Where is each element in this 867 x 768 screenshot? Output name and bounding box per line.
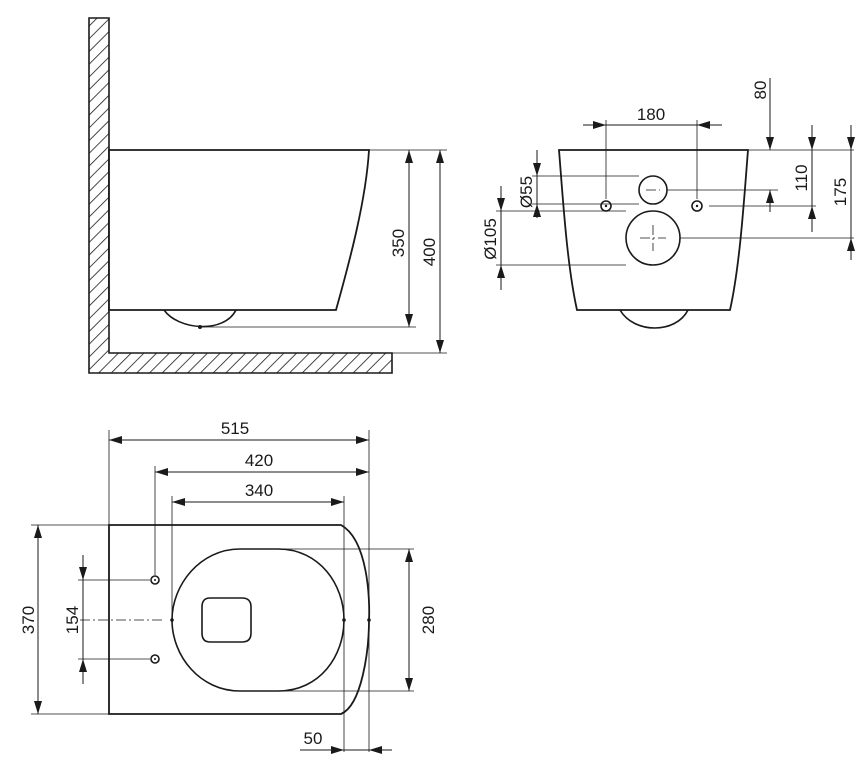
back-view: 180 80 110 175 Ø55 Ø105 [481, 78, 855, 329]
dim-d105-label: Ø105 [481, 218, 500, 260]
bolt-hole-left-dot [604, 204, 608, 208]
dim-50-label: 50 [304, 729, 323, 748]
dim-515-label: 515 [221, 419, 249, 438]
dim-d55-label: Ø55 [517, 176, 536, 208]
dim-350-label: 350 [389, 229, 408, 257]
outlet-bump [163, 309, 237, 328]
bowl-back-outline [558, 149, 749, 311]
side-view: 350 400 [88, 17, 447, 374]
bowl-side-profile [108, 149, 370, 311]
outlet-bump-back [619, 309, 689, 329]
dim-154-label: 154 [63, 606, 82, 634]
bowl-top-outline [108, 524, 371, 715]
dim-180-label: 180 [637, 105, 665, 124]
outlet-center-dot [198, 325, 202, 329]
bolt-hole-top-upper [150, 575, 160, 585]
dim-280-label: 280 [419, 606, 438, 634]
dim-420-label: 420 [245, 451, 273, 470]
dim-110-label: 110 [792, 164, 811, 191]
dim-80-label: 80 [751, 81, 770, 100]
top-view: 515 420 340 370 154 280 [19, 419, 438, 754]
bowl-opening [201, 597, 252, 643]
dim-400-label: 400 [420, 238, 439, 266]
dim-340-label: 340 [245, 481, 273, 500]
bolt-hole-top-lower [150, 654, 160, 664]
dim-370-label: 370 [19, 606, 38, 634]
bolt-hole-right-dot [695, 204, 699, 208]
bolt-hole-right [691, 200, 703, 212]
dim-175-label: 175 [831, 178, 850, 206]
